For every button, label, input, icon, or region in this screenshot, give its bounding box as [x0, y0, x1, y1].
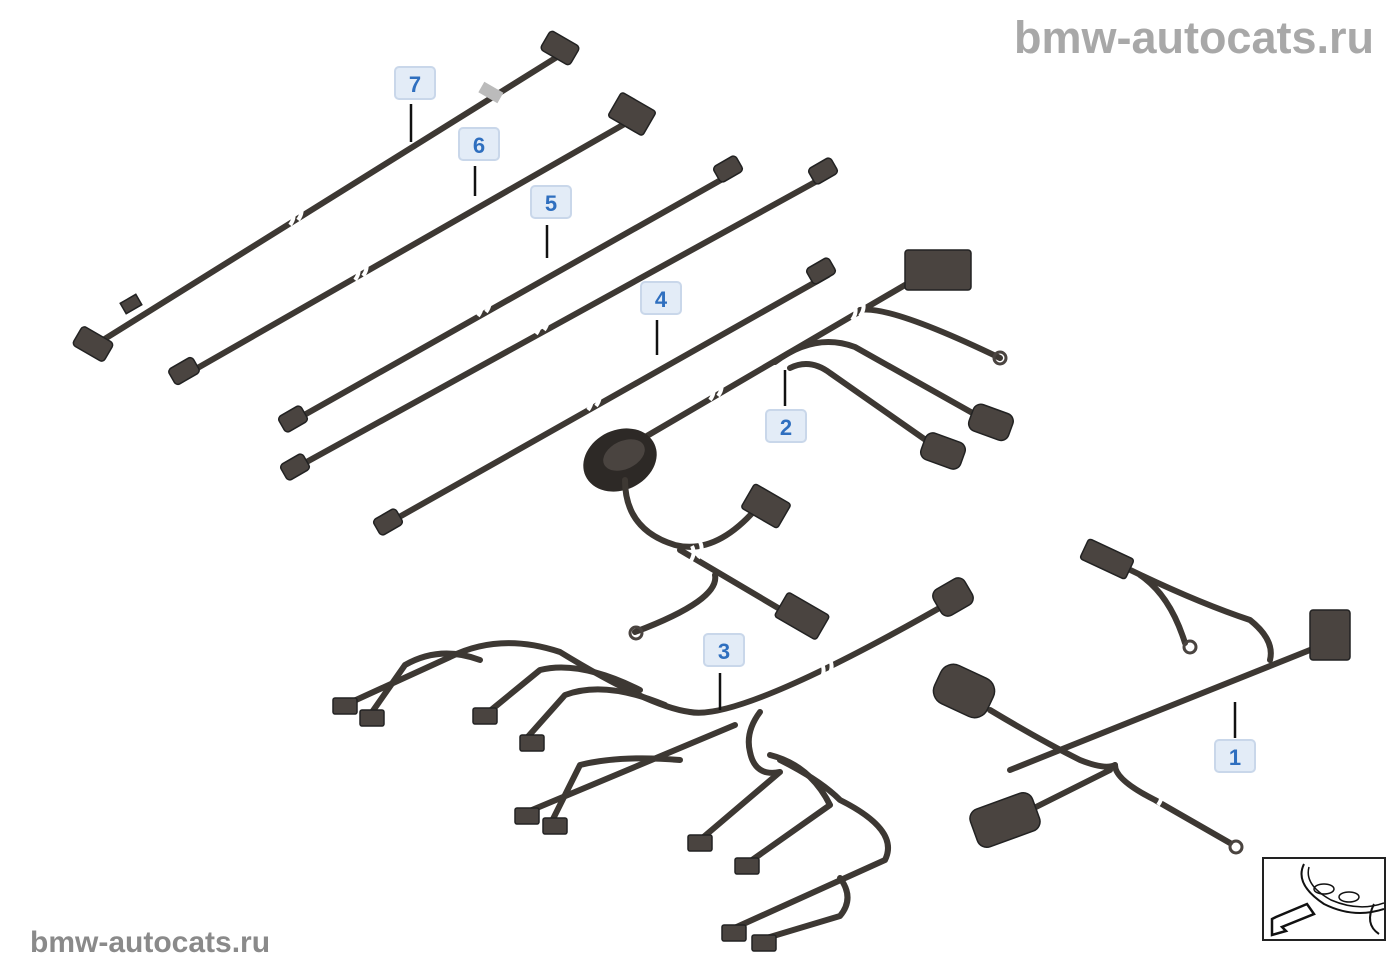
cable-5b[interactable] — [279, 157, 839, 482]
cable-7[interactable] — [72, 30, 580, 363]
watermark-top: bmw-autocats.ru — [1013, 12, 1374, 63]
cable-6[interactable] — [167, 92, 656, 386]
callout-1[interactable]: 1 — [1214, 739, 1256, 773]
plug-connectors — [332, 697, 777, 952]
cable-3[interactable] — [332, 575, 976, 952]
cable-1[interactable] — [929, 538, 1351, 855]
cable-2[interactable] — [573, 249, 1016, 641]
callout-4[interactable]: 4 — [640, 281, 682, 315]
callout-3[interactable]: 3 — [703, 633, 745, 667]
cable-4[interactable] — [372, 257, 837, 537]
leader-lines — [409, 104, 1237, 738]
cable-5[interactable] — [277, 155, 744, 434]
watermark-bottom: bmw-autocats.ru — [30, 926, 271, 959]
callout-2[interactable]: 2 — [765, 409, 807, 443]
callout-6[interactable]: 6 — [458, 127, 500, 161]
callout-5[interactable]: 5 — [530, 185, 572, 219]
front-of-car-arrow-icon — [1262, 857, 1386, 941]
callout-7[interactable]: 7 — [394, 66, 436, 100]
